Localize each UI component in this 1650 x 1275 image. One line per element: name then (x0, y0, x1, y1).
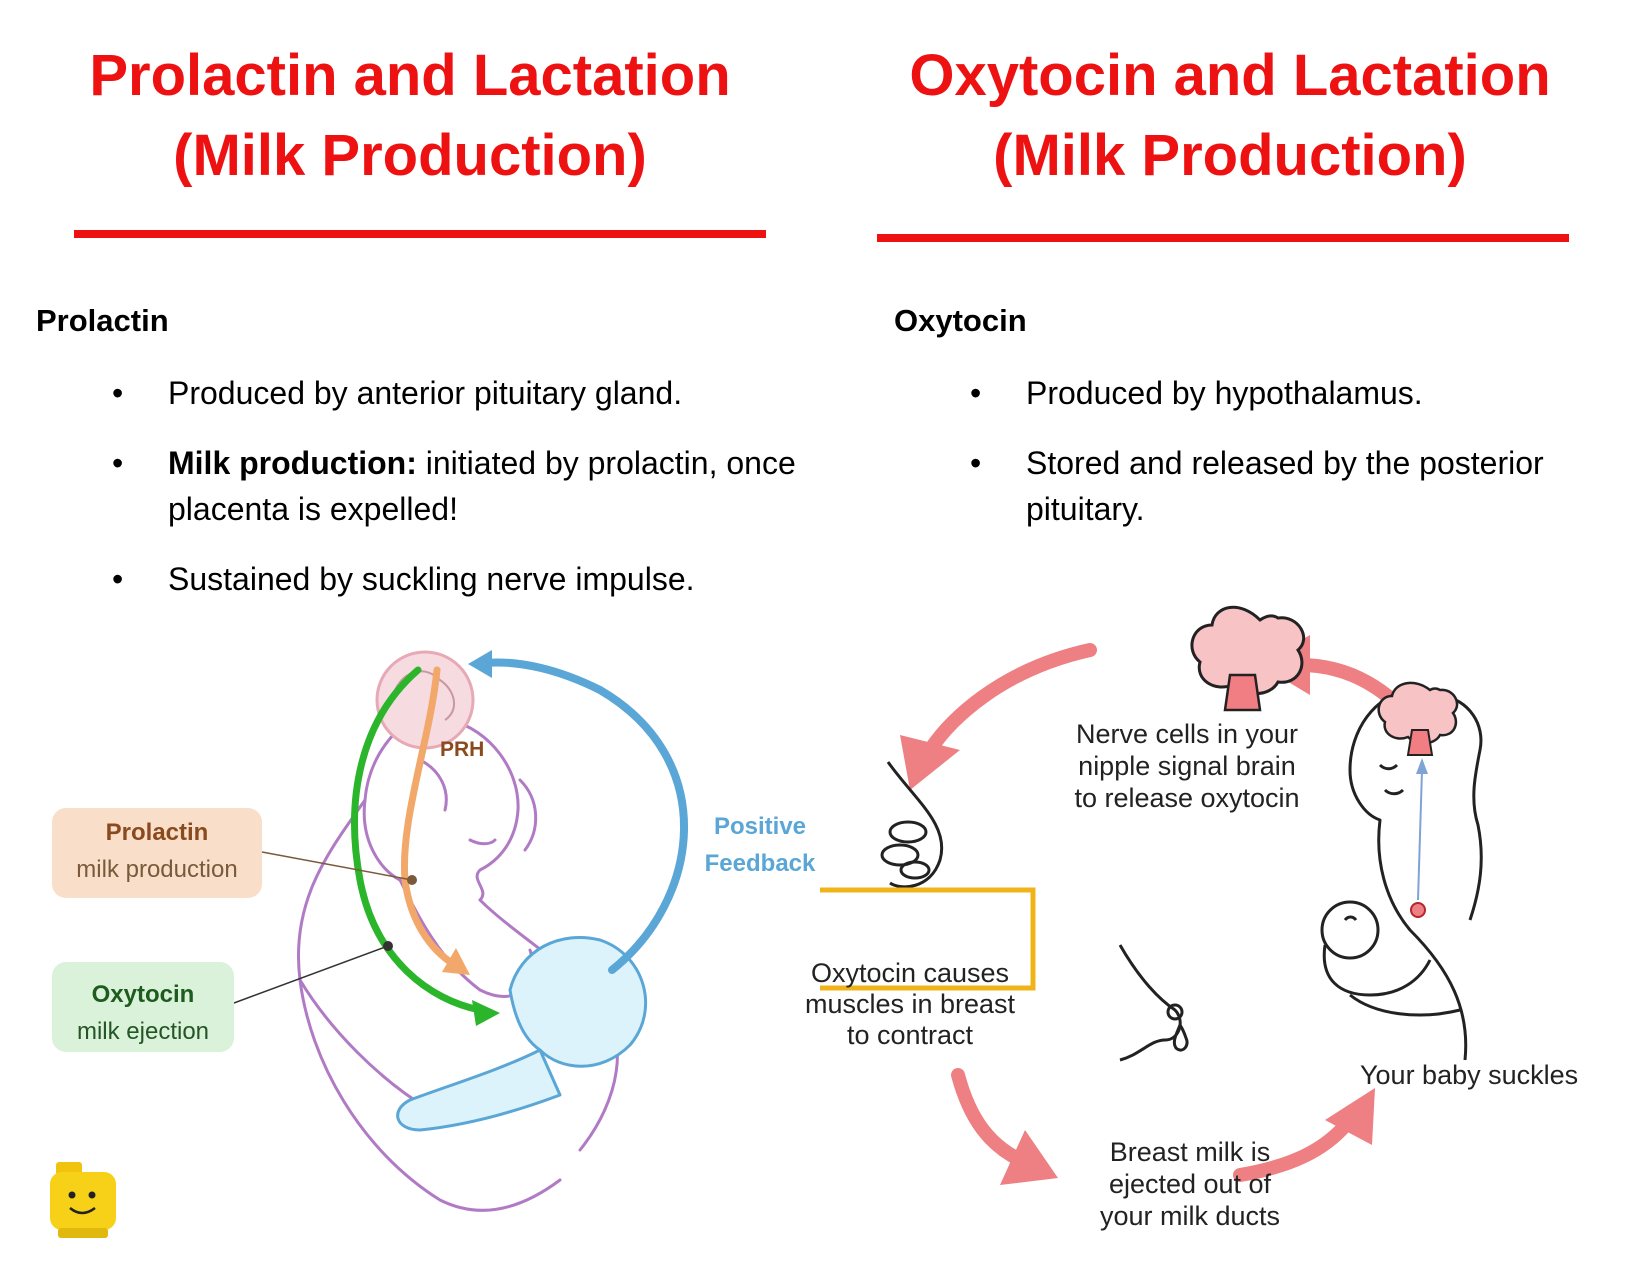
bullet-dot: • (970, 445, 982, 481)
contract-highlight-box (820, 887, 1036, 991)
bullet-text: Stored and released by the posterior pit… (1026, 445, 1544, 527)
left-title-rule (74, 230, 766, 238)
breast-icon (880, 761, 944, 889)
right-title-line1: Oxytocin and Lactation (909, 43, 1551, 108)
right-bullet-item: • Stored and released by the posterior pi… (970, 440, 1590, 532)
feedback-label-line2: Feedback (704, 850, 816, 877)
left-title-line1: Prolactin and Lactation (89, 43, 731, 108)
nerve-signal-line (1417, 769, 1423, 901)
cycle-arrow-top-left (923, 643, 1097, 757)
bullet-dot: • (112, 445, 124, 481)
prolactin-oxytocin-diagram (50, 650, 688, 1238)
feedback-arrowhead (468, 650, 492, 678)
oxytocin-label-title: Oxytocin (91, 981, 195, 1008)
right-bullet-list: • Produced by hypothalamus. • Stored and r… (970, 370, 1590, 556)
left-title-line2: (Milk Production) (173, 123, 647, 188)
left-bullet-item: • Sustained by suckling nerve impulse. (112, 556, 812, 602)
prolactin-arrowhead (442, 948, 470, 975)
bullet-text: Produced by hypothalamus. (1026, 375, 1423, 411)
bullet-dot: • (970, 375, 982, 411)
right-title-line2: (Milk Production) (993, 123, 1467, 188)
brain-icon (1190, 605, 1305, 712)
bullet-dot: • (112, 561, 124, 597)
oxytocin-label-box (52, 962, 234, 1052)
right-title: Oxytocin and Lactation (Milk Production) (860, 36, 1600, 196)
bullet-bold-lead: Milk production: (168, 445, 417, 481)
mother-baby-icon (1320, 688, 1483, 1061)
oxytocin-label-sub: milk ejection (76, 1018, 210, 1045)
left-bullet-item: • Produced by anterior pituitary gland. (112, 370, 812, 416)
bullet-text: Produced by anterior pituitary gland. (168, 375, 683, 411)
bullet-text: initiated by prolactin, once placenta is… (168, 445, 796, 527)
oxytocin-cycle-diagram (820, 605, 1483, 1185)
contract-text: Oxytocin causes muscles in breast to con… (804, 958, 1016, 1050)
right-title-rule (877, 234, 1569, 242)
prh-label: PRH (440, 738, 485, 761)
prolactin-arrow (400, 666, 459, 969)
feedback-label-line1: Positive (713, 813, 807, 840)
suckles-text: Your baby suckles (1360, 1060, 1579, 1090)
left-title: Prolactin and Lactation (Milk Production… (40, 36, 780, 196)
prolactin-label-sub: milk production (76, 856, 238, 883)
prolactin-label-box (52, 808, 262, 898)
left-bullet-item: • Milk production: initiated by prolactin… (112, 440, 812, 532)
oxytocin-arrowhead (472, 1000, 500, 1026)
prolactin-label-title: Prolactin (105, 819, 209, 846)
nerve-signal-text: Nerve cells in your nipple signal brain … (1074, 719, 1300, 813)
left-heading: Prolactin (36, 303, 169, 338)
smiley-figure-icon (50, 1162, 116, 1238)
mother-brain-icon (1377, 681, 1459, 756)
bullet-dot: • (112, 375, 124, 411)
left-bullet-list: • Produced by anterior pituitary gland. •… (112, 370, 812, 626)
right-bullet-item: • Produced by hypothalamus. (970, 370, 1590, 416)
oxytocin-arrow (351, 666, 484, 1014)
ejected-text: Breast milk is ejected out of your milk … (1099, 1137, 1281, 1231)
right-heading: Oxytocin (894, 303, 1027, 338)
bullet-text: Sustained by suckling nerve impulse. (168, 561, 695, 597)
cycle-arrow-bottom-left (951, 1068, 1027, 1167)
milk-drop-icon (1118, 944, 1189, 1062)
feedback-arrow (481, 658, 688, 974)
